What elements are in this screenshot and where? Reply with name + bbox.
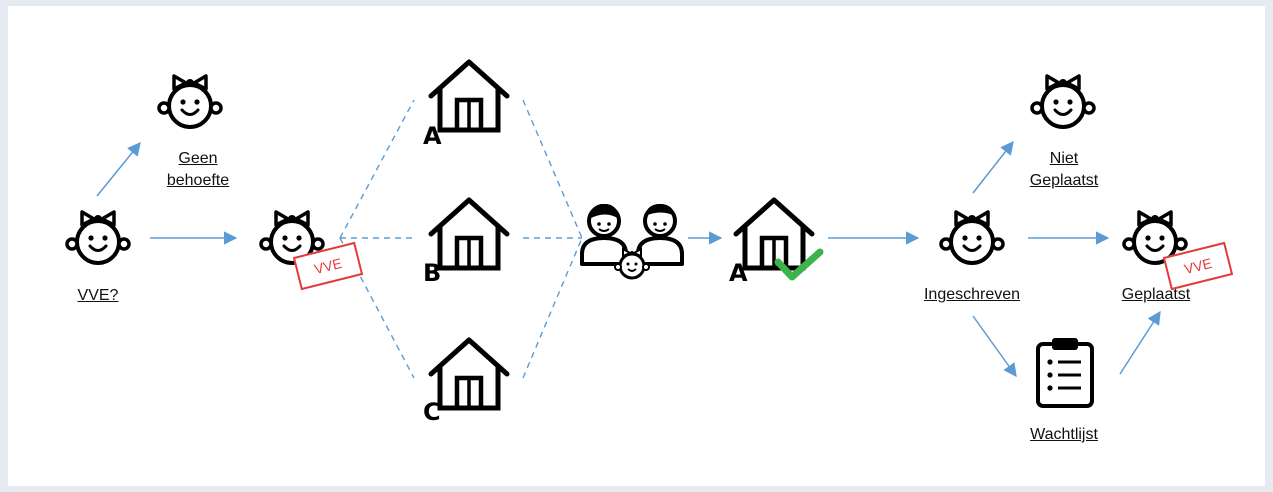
- flow-diagram: VVE? Geen behoefte VVE A B C A Ingeschre…: [8, 6, 1265, 486]
- arrow-to-niet-geplaatst: [972, 140, 1014, 194]
- selected-location-label: A: [729, 259, 748, 287]
- house-icon: [736, 200, 812, 268]
- label-niet-geplaatst: Niet Geplaatst: [1016, 148, 1112, 192]
- house-icon: [431, 340, 507, 408]
- vve-stamp-placed-text: VVE: [1182, 254, 1214, 278]
- label-vve-question: VVE?: [60, 285, 136, 307]
- location-c-label: C: [423, 398, 441, 426]
- vve-stamp-text: VVE: [312, 254, 344, 278]
- flow-diagram-graphics: [65, 6, 1188, 486]
- label-geen-text: Geen: [178, 150, 218, 167]
- baby-face-icon: [65, 210, 131, 265]
- location-b-label: B: [423, 259, 442, 287]
- baby-face-icon: [1030, 74, 1096, 129]
- clipboard-list-icon: [1036, 338, 1094, 408]
- label-wachtlijst: Wachtlijst: [1008, 424, 1120, 446]
- label-wachtlijst-text: Wachtlijst: [1030, 426, 1098, 443]
- label-geen-behoefte: Geen behoefte: [150, 148, 246, 192]
- house-icon: [431, 200, 507, 268]
- location-a-label: A: [423, 122, 442, 150]
- arrow-to-geen-behoefte: [96, 141, 141, 197]
- house-icon: [431, 62, 507, 130]
- label-ingeschreven: Ingeschreven: [908, 284, 1036, 306]
- label-geplaatst-sub-text: Geplaatst: [1029, 172, 1099, 189]
- label-geplaatst: Geplaatst: [1108, 284, 1204, 306]
- baby-face-icon: [939, 210, 1005, 265]
- label-vve-question-text: VVE?: [77, 287, 119, 304]
- label-behoefte-text: behoefte: [166, 172, 230, 189]
- label-geplaatst-text: Geplaatst: [1121, 286, 1191, 303]
- checkmark-icon: [774, 248, 824, 281]
- label-ingeschreven-text: Ingeschreven: [923, 286, 1021, 303]
- baby-face-icon: [157, 74, 223, 129]
- parents-with-child-icon: [580, 203, 684, 280]
- arrow-to-wachtlijst: [972, 315, 1017, 378]
- label-niet-text: Niet: [1049, 150, 1079, 167]
- arrow-wachtlijst-to-geplaatst: [1119, 310, 1161, 375]
